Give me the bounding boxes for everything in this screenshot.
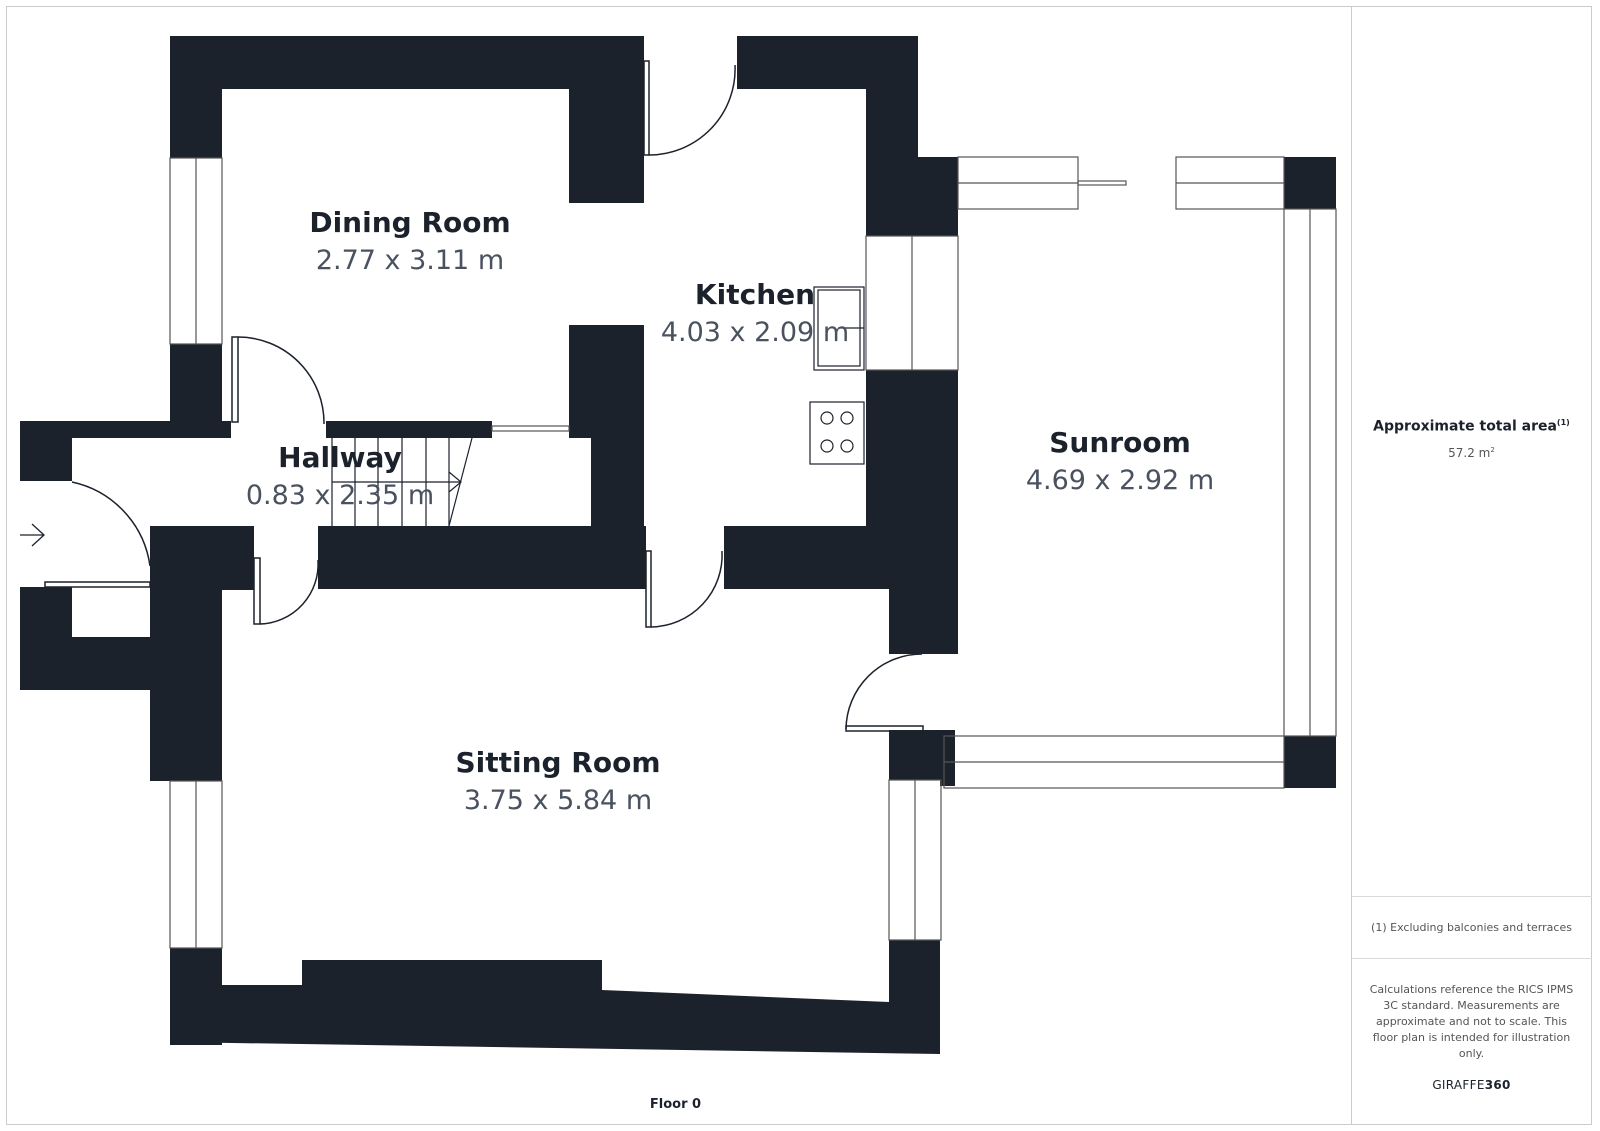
brand-logo: GIRAFFE360 [1432,1078,1511,1092]
room-dimensions: 4.69 x 2.92 m [1025,465,1215,496]
room-name: Sitting Room [455,746,661,779]
footnote: (1) Excluding balconies and terraces [1371,921,1572,934]
room-hallway: Hallway 0.83 x 2.35 m [240,441,440,511]
room-name: Hallway [278,441,402,474]
info-sidebar [1351,6,1592,1125]
doors [44,60,924,732]
entrance-arrow-icon [20,523,45,547]
total-area-title: Approximate total area(1) [1373,418,1570,435]
hob-icon [809,401,865,465]
floor-plan [20,36,1337,1054]
room-name: Dining Room [309,206,511,239]
kitchen-fixtures [809,286,865,465]
disclaimer: Calculations reference the RICS IPMS 3C … [1369,983,1574,1060]
total-area-value: 57.2 m2 [1448,446,1495,460]
room-name: Sunroom [1049,426,1191,459]
floor-label: Floor 0 [649,1097,702,1112]
room-dining: Dining Room 2.77 x 3.11 m [300,206,520,276]
room-sitting: Sitting Room 3.75 x 5.84 m [448,746,668,816]
walls [20,36,1336,1054]
stairs [331,437,473,527]
room-dimensions: 4.03 x 2.09 m [660,317,850,348]
page-frame [6,6,1592,1125]
room-sunroom: Sunroom 4.69 x 2.92 m [1010,426,1230,496]
room-kitchen: Kitchen 4.03 x 2.09 m [650,278,860,348]
room-dimensions: 2.77 x 3.11 m [315,245,505,276]
room-name: Kitchen [694,278,816,311]
divider [1352,958,1592,959]
room-dimensions: 3.75 x 5.84 m [463,785,653,816]
windows [169,156,1337,949]
room-dimensions: 0.83 x 2.35 m [245,480,435,511]
divider [1352,896,1592,897]
